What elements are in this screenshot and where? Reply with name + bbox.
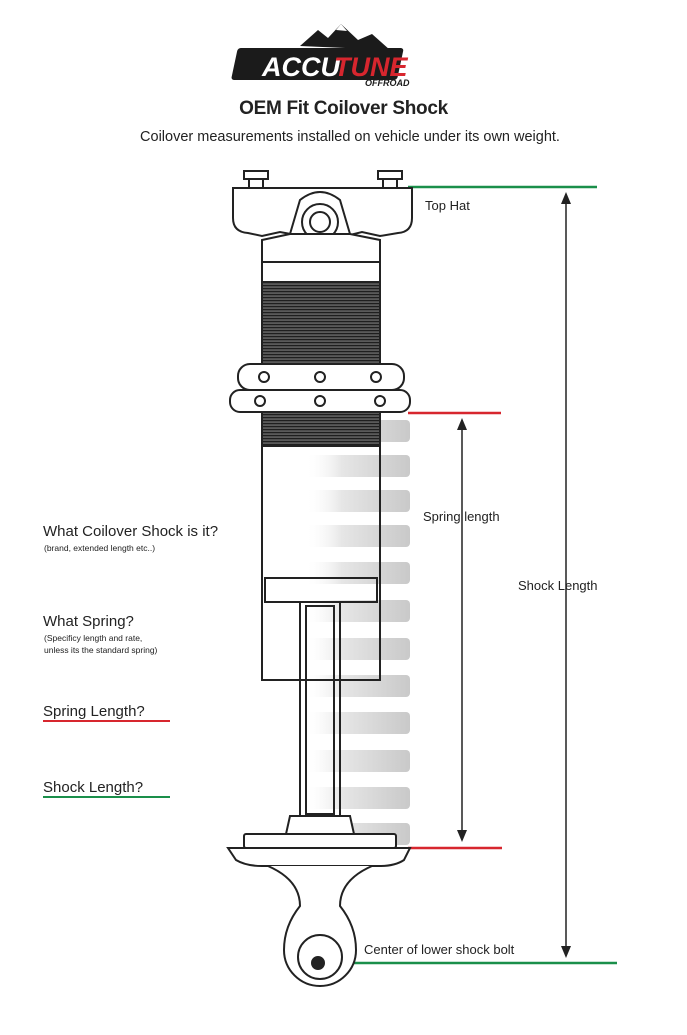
shock-length-underline	[43, 796, 170, 798]
shock-length-question: Shock Length?	[43, 779, 144, 796]
top-hat-label: Top Hat	[425, 198, 470, 213]
page-subtitle: Coilover measurements installed on vehic…	[140, 129, 560, 145]
page-title: OEM Fit Coilover Shock	[239, 98, 448, 119]
spring-question-hint-2: unless its the standard spring)	[44, 645, 158, 655]
coilover-question-hint: (brand, extended length etc..)	[44, 543, 156, 553]
spring-length-underline	[43, 720, 170, 722]
logo-accu: ACCU	[261, 52, 341, 82]
shock-body	[226, 170, 413, 987]
spring-length-question: Spring Length?	[43, 703, 145, 720]
logo-tune: TUNE	[334, 52, 408, 82]
shock-length-arrow	[561, 192, 571, 958]
center-bolt-label: Center of lower shock bolt	[364, 942, 515, 957]
spring-length-arrow	[457, 418, 467, 842]
accutune-logo: ACCU TUNE OFFROAD	[231, 24, 410, 88]
coil-spring	[305, 420, 410, 845]
spring-question: What Spring?	[43, 613, 134, 630]
spring-length-label: Spring length	[423, 509, 500, 524]
spring-question-hint-1: (Specificy length and rate,	[44, 633, 143, 643]
logo-offroad: OFFROAD	[365, 78, 410, 88]
coilover-question: What Coilover Shock is it?	[43, 523, 219, 540]
shock-length-label: Shock Length	[518, 578, 598, 593]
